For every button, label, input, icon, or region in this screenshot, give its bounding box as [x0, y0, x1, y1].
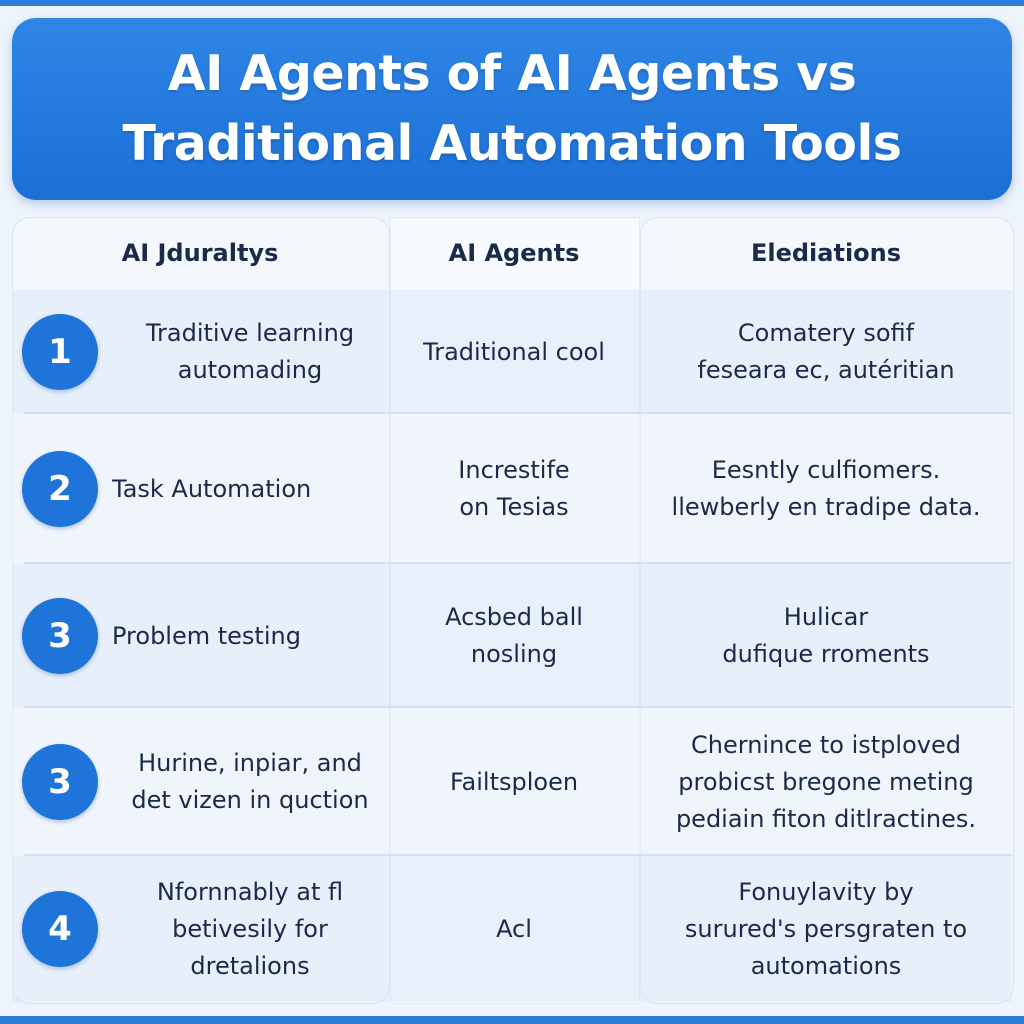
row-col-3-line: surured's persgraten to — [684, 914, 968, 943]
row-cell-col-3: Hulicar dufique rroments — [640, 564, 1012, 708]
row-cell-col-1: 2 Task Automation — [22, 414, 388, 564]
row-cell-col-1: 3 Problem testing — [22, 564, 388, 708]
title-line-2: Traditional Automation Tools — [122, 115, 902, 172]
row-background — [12, 856, 1012, 1002]
row-col-1-text: Hurine, inpiar, and det vizen in quction — [112, 745, 388, 819]
row-col-3-line: feseara ec, autéritian — [697, 356, 955, 384]
row-col-1-line: Traditive learning — [145, 319, 355, 347]
row-divider — [24, 706, 1012, 708]
row-col-2-line: Failtsploen — [449, 767, 579, 796]
row-col-2-line: Traditional cool — [423, 337, 605, 366]
row-col-1-text: Nfornnably at fl betivesily for dretalio… — [112, 874, 388, 985]
row-col-2-line: Acsbed ball — [445, 603, 583, 631]
row-col-1-line: betivesily for — [172, 914, 328, 943]
row-col-1-line: Problem testing — [112, 621, 301, 650]
row-cell-col-1: 1 Traditive learning automading — [22, 290, 388, 414]
row-cell-col-2: Failtsploen — [390, 708, 638, 856]
table-row: 4 Nfornnably at fl betivesily for dretal… — [12, 856, 1012, 1002]
row-col-1-line: Task Automation — [112, 474, 312, 503]
row-col-1-line: dretalions — [190, 951, 310, 980]
table-row: 3 Problem testing Acsbed ball nosling Hu… — [12, 564, 1012, 708]
row-col-3-line: Eesntly culfiomers. — [711, 456, 941, 484]
row-cell-col-3: Chernince to istploved probicst bregone … — [640, 708, 1012, 856]
row-cell-col-2: Acl — [390, 856, 638, 1002]
row-number-badge: 3 — [22, 598, 98, 674]
row-col-1-line: Nfornnably at fl — [156, 877, 344, 906]
header-col-1: AI Jduraltys — [121, 239, 279, 267]
row-divider — [24, 412, 1012, 414]
row-col-3-line: Chernince to istploved — [691, 730, 961, 759]
row-col-2-line: Increstife — [458, 456, 570, 484]
row-divider — [24, 854, 1012, 856]
top-accent-strip — [0, 0, 1024, 6]
row-cell-col-1: 3 Hurine, inpiar, and det vizen in qucti… — [22, 708, 388, 856]
row-col-3-line: Comatery sofif — [737, 319, 915, 347]
row-col-1-text: Task Automation — [112, 471, 388, 508]
row-background — [12, 564, 1012, 708]
row-cell-col-2: Traditional cool — [390, 290, 638, 414]
row-col-3-line: pediain fiton ditlractines. — [675, 804, 977, 833]
row-background — [12, 290, 1012, 414]
row-number-badge: 1 — [22, 314, 98, 390]
table-row: 3 Hurine, inpiar, and det vizen in qucti… — [12, 708, 1012, 856]
row-number-badge: 3 — [22, 744, 98, 820]
bottom-accent-strip — [0, 1016, 1024, 1024]
row-cell-col-2: Acsbed ball nosling — [390, 564, 638, 708]
row-background — [12, 708, 1012, 856]
table-row: 1 Traditive learning automading Traditio… — [12, 290, 1012, 414]
row-number-badge: 2 — [22, 451, 98, 527]
table-row: 2 Task Automation Increstife on Tesias E… — [12, 414, 1012, 564]
title-line-1: AI Agents of AI Agents vs — [167, 45, 857, 102]
row-col-1-text: Problem testing — [112, 618, 388, 655]
row-cell-col-2: Increstife on Tesias — [390, 414, 638, 564]
row-cell-col-3: Comatery sofif feseara ec, autéritian — [640, 290, 1012, 414]
row-col-2-line: nosling — [470, 640, 558, 668]
header-col-2: AI Agents — [448, 239, 580, 267]
table-header: AI Jduraltys AI Agents Elediations — [12, 217, 1012, 289]
row-background — [12, 414, 1012, 564]
row-col-1-line: Hurine, inpiar, and — [138, 749, 362, 777]
row-col-2-line: on Tesias — [459, 493, 569, 521]
row-col-3-line: automations — [750, 951, 902, 980]
row-number-badge: 4 — [22, 891, 98, 967]
row-cell-col-3: Fonuylavity by surured's persgraten to a… — [640, 856, 1012, 1002]
row-col-1-line: automading — [177, 356, 323, 384]
row-col-3-line: Hulicar — [783, 603, 869, 631]
row-col-3-line: dufique rroments — [722, 640, 930, 668]
title-banner: AI Agents of AI Agents vs Traditional Au… — [12, 18, 1012, 200]
row-cell-col-3: Eesntly culfiomers. llewberly en tradipe… — [640, 414, 1012, 564]
header-col-3: Elediations — [750, 239, 902, 267]
row-col-3-line: llewberly en tradipe data. — [671, 493, 981, 521]
row-col-3-line: Fonuylavity by — [738, 877, 914, 906]
row-col-3-line: probicst bregone meting — [678, 767, 974, 796]
row-col-1-text: Traditive learning automading — [112, 315, 388, 389]
row-divider — [24, 562, 1012, 564]
row-cell-col-1: 4 Nfornnably at fl betivesily for dretal… — [22, 856, 388, 1002]
row-col-1-line: det vizen in quction — [131, 786, 369, 814]
row-col-2-line: Acl — [496, 914, 532, 943]
